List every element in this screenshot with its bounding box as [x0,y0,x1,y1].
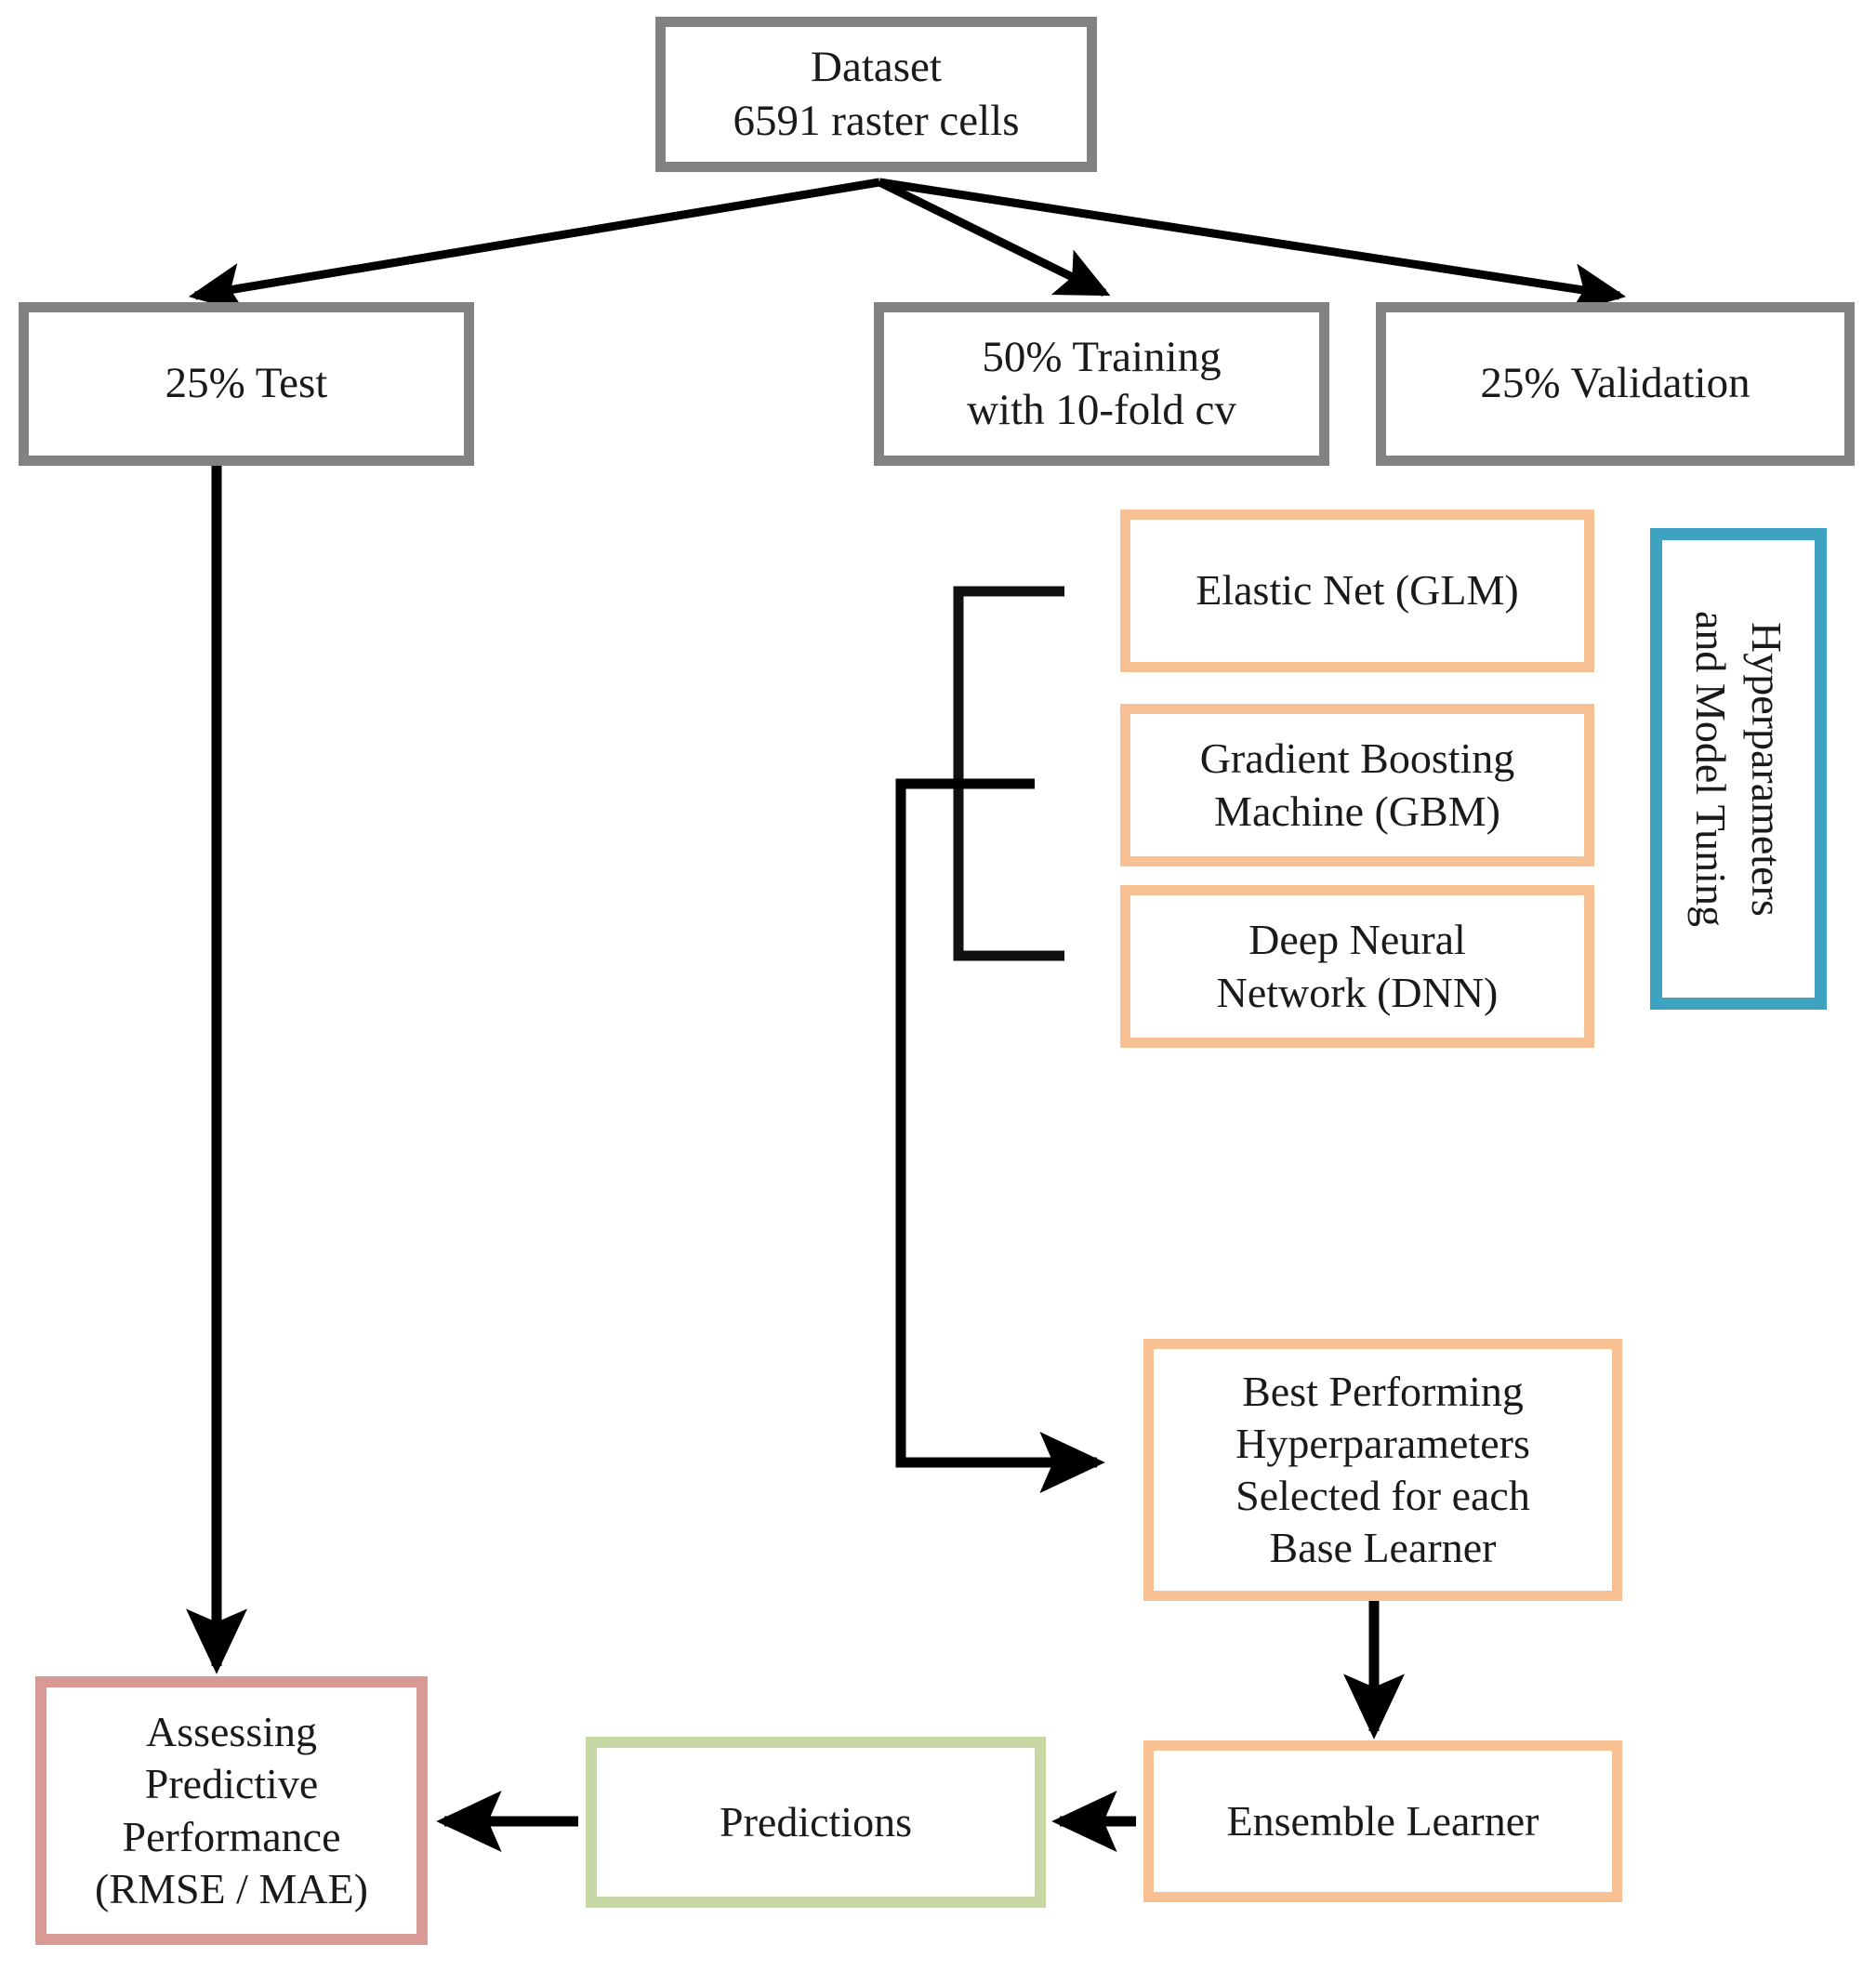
node-training-split-label: 50% Training with 10-fold cv [967,332,1236,434]
node-predictions[interactable]: Predictions [586,1737,1046,1908]
node-dataset[interactable]: Dataset 6591 raster cells [655,17,1097,172]
node-assessment[interactable]: Assessing Predictive Performance (RMSE /… [35,1676,428,1945]
node-ensemble-learner-label: Ensemble Learner [1226,1796,1539,1845]
node-dnn-label: Deep Neural Network (DNN) [1216,916,1499,1016]
node-assessment-label: Assessing Predictive Performance (RMSE /… [95,1708,368,1912]
node-dnn[interactable]: Deep Neural Network (DNN) [1120,885,1594,1048]
arrow-bracket-to-best-hyperparameters [895,778,1105,1493]
node-ensemble-learner[interactable]: Ensemble Learner [1143,1740,1622,1902]
node-hyperparameter-tuning[interactable]: Hyperparameters and Model Tuning [1650,528,1827,1010]
node-training-split[interactable]: 50% Training with 10-fold cv [874,302,1329,466]
node-dataset-label: Dataset 6591 raster cells [733,43,1020,145]
bracket-base-learners [953,586,1064,961]
node-test-split[interactable]: 25% Test [19,302,474,466]
node-predictions-label: Predictions [720,1797,912,1845]
arrow-dataset-to-validation [879,178,1627,314]
node-gbm-label: Gradient Boosting Machine (GBM) [1199,734,1515,835]
node-gbm[interactable]: Gradient Boosting Machine (GBM) [1120,704,1594,866]
node-best-hyperparameters[interactable]: Best Performing Hyperparameters Selected… [1143,1339,1622,1601]
node-elastic-net-label: Elastic Net (GLM) [1196,566,1519,615]
node-best-hyperparameters-label: Best Performing Hyperparameters Selected… [1235,1367,1530,1572]
arrow-dataset-to-test [188,178,880,313]
node-test-split-label: 25% Test [165,359,328,408]
node-validation-split[interactable]: 25% Validation [1376,302,1855,466]
node-hyperparameter-tuning-label: Hyperparameters and Model Tuning [1687,611,1790,927]
node-elastic-net[interactable]: Elastic Net (GLM) [1120,509,1594,672]
arrow-dataset-to-training [878,178,1111,298]
node-validation-split-label: 25% Validation [1480,359,1750,408]
